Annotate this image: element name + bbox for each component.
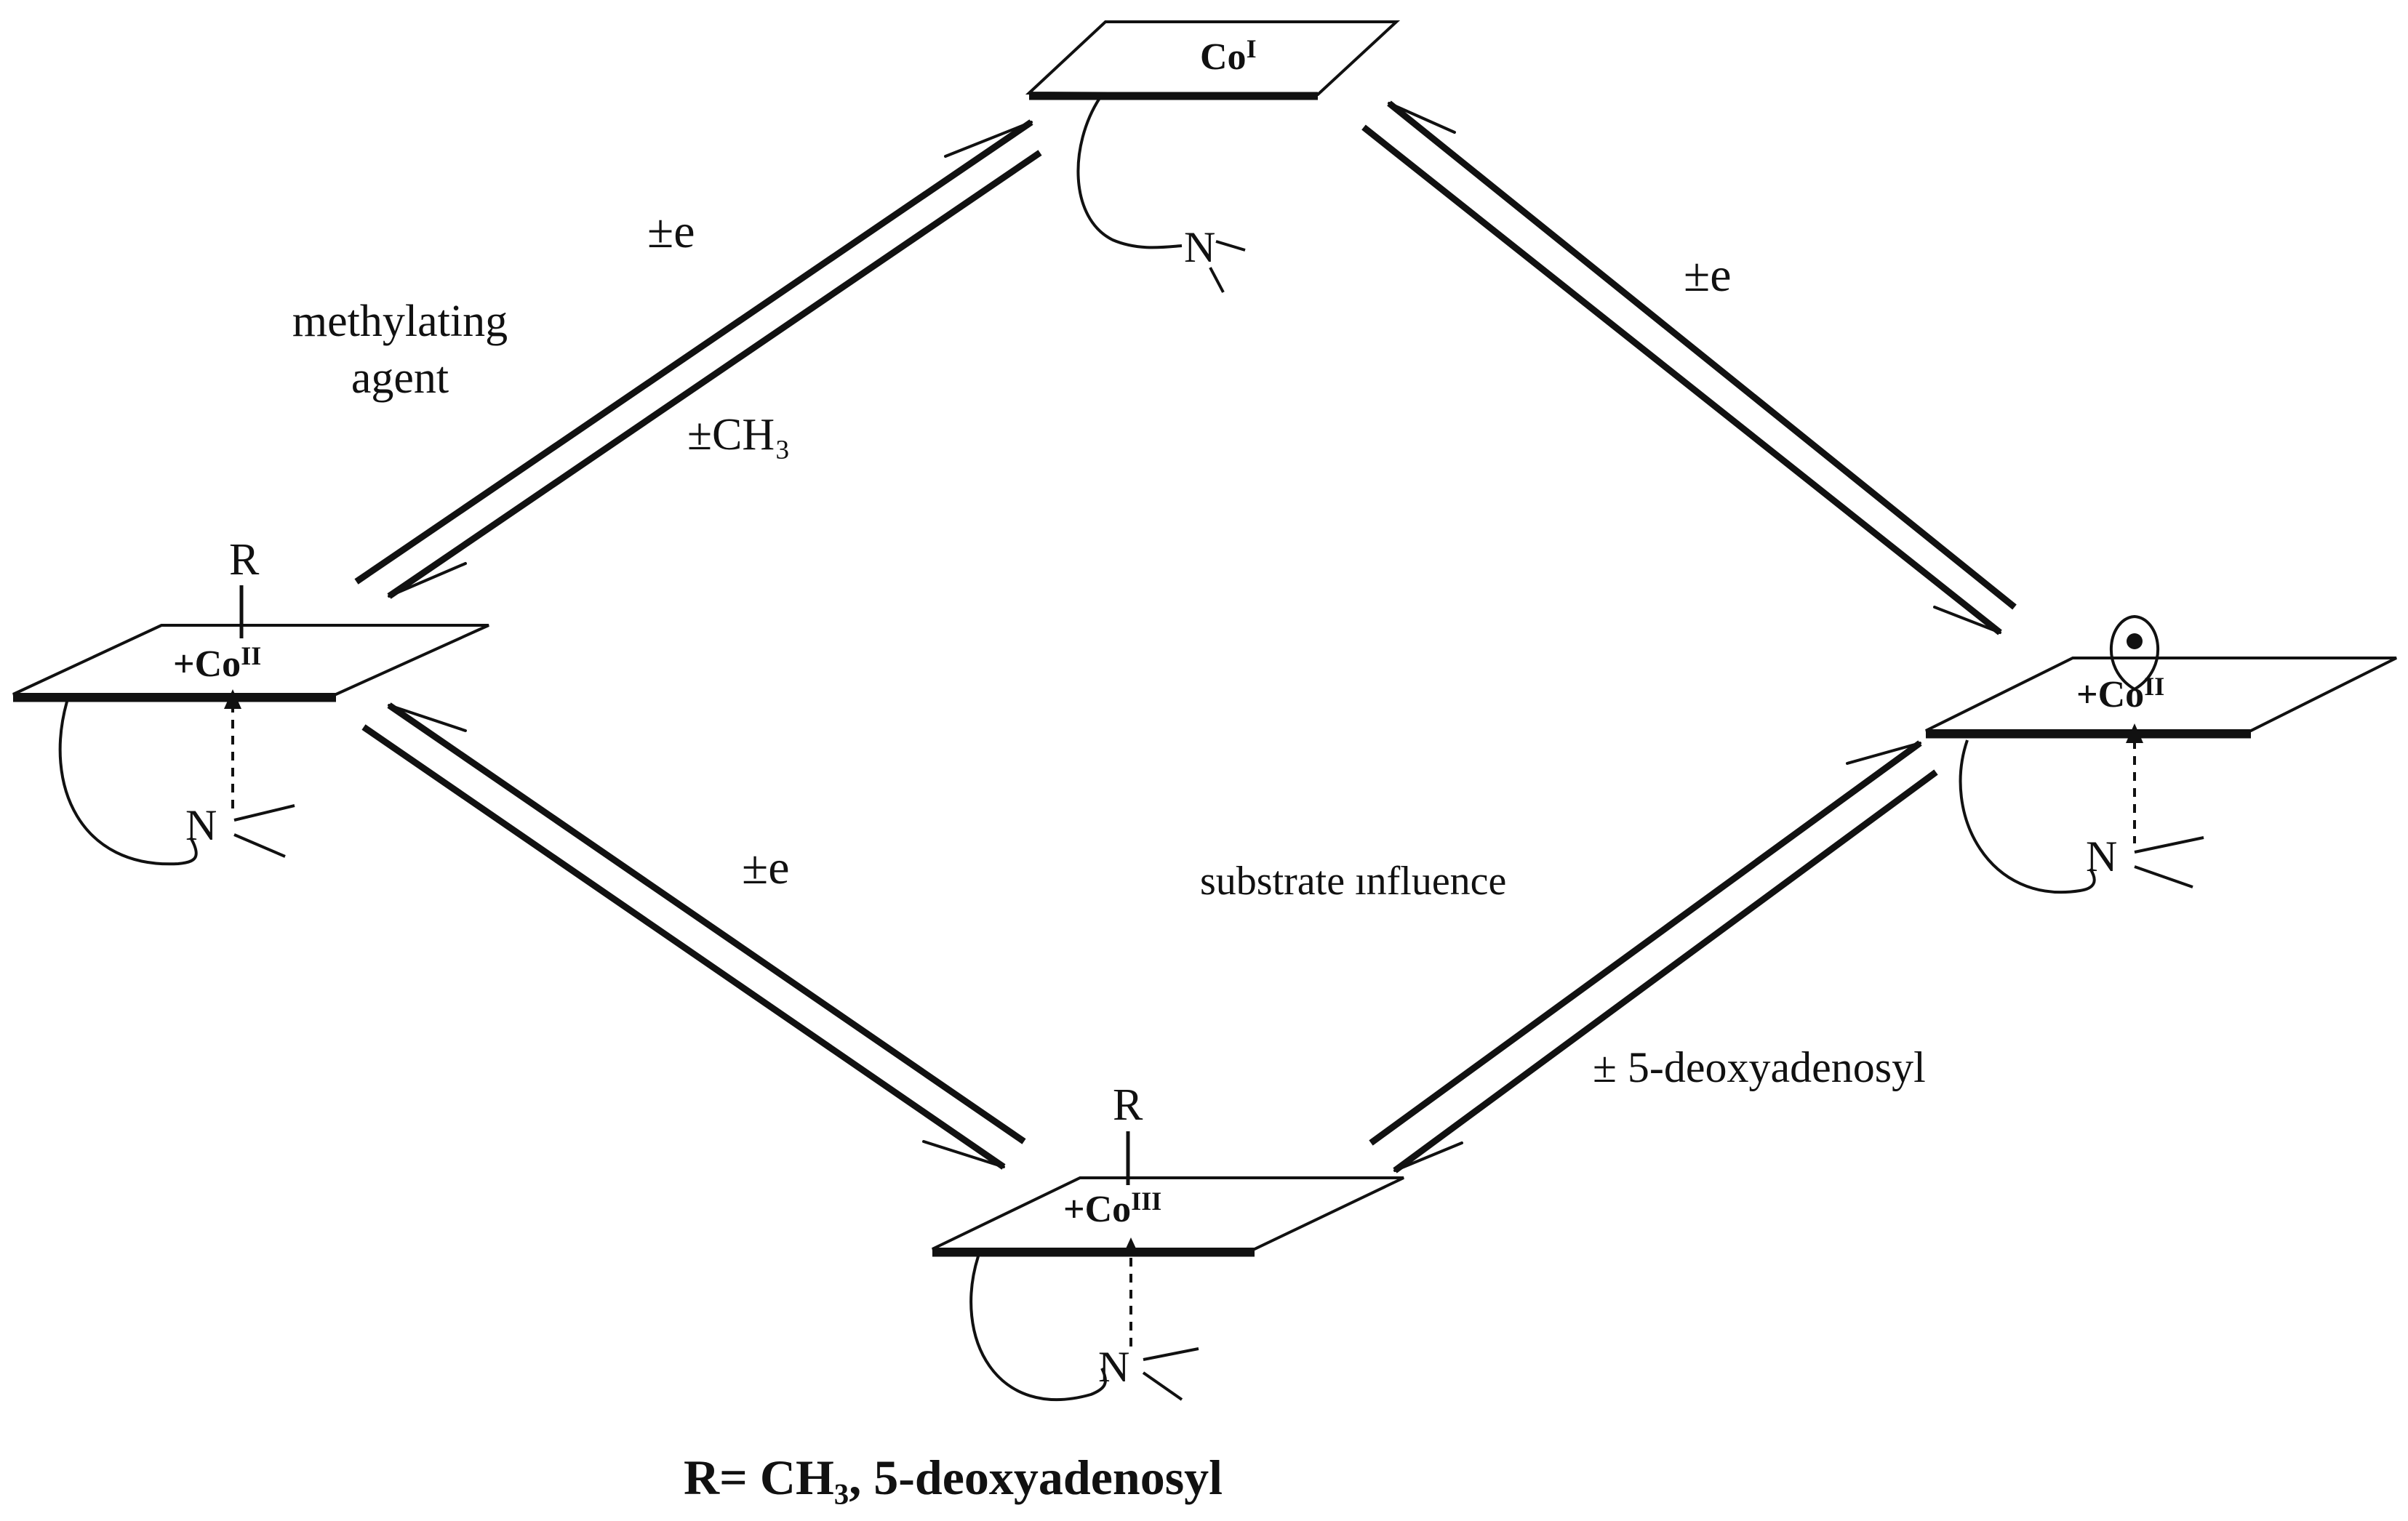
arrow-reverse-head-lower xyxy=(388,704,467,732)
co-ii-alkyl-r: R xyxy=(229,535,260,585)
co-ii-radical-node: +CoII N xyxy=(1925,614,2397,894)
equilibrium-arrow-upper-right xyxy=(1361,100,2017,635)
arrow-forward-head-right xyxy=(1933,606,2001,634)
co-ii-alkyl-label: +CoII xyxy=(173,641,261,685)
radical-electron-dot xyxy=(2127,633,2143,649)
co-ii-alkyl-bond-2 xyxy=(233,833,286,858)
arrow-reverse-to-co-iii xyxy=(1393,769,1938,1173)
co-ii-radical-bond-2 xyxy=(2134,865,2193,888)
arrow-reverse-head-lower-right xyxy=(1393,1141,1463,1172)
co-iii-plane xyxy=(932,1176,1404,1251)
label-pm-e-bottom-left: ±e xyxy=(742,841,790,894)
arrow-forward-to-radical-lower xyxy=(1369,740,1922,1146)
co-ii-alkyl-n: N xyxy=(185,801,217,849)
arrow-reverse-to-co-i xyxy=(1387,100,2017,610)
arrow-forward-head-lower-right xyxy=(1846,742,1921,765)
co-iii-bond-2 xyxy=(1142,1371,1183,1401)
label-pm-ch3: ±CH₃ xyxy=(687,410,791,459)
arrow-forward-to-radical xyxy=(1361,124,2002,635)
arrow-forward-to-co-i xyxy=(354,119,1033,585)
label-substrate-influence: substrate ınfluence xyxy=(1200,859,1506,904)
co-i-node: CoI N xyxy=(1025,20,1401,293)
arrow-forward-head-lower xyxy=(922,1140,1005,1168)
arrow-reverse-to-co-ii xyxy=(387,150,1042,599)
co-i-label: CoI xyxy=(1200,34,1257,78)
equilibrium-arrow-lower-left xyxy=(361,702,1026,1170)
equilibrium-arrow-upper-left xyxy=(354,119,1042,599)
equilibrium-arrow-lower-right xyxy=(1369,740,1938,1173)
co-iii-bond-1 xyxy=(1143,1347,1199,1361)
label-pm-e-top-left: ±e xyxy=(647,205,695,258)
co-iii-n: N xyxy=(1098,1343,1129,1391)
co-ii-radical-n: N xyxy=(2086,832,2117,880)
co-ii-radical-label: +CoII xyxy=(2076,672,2164,715)
co-iii-axial-arrowhead xyxy=(1122,1237,1140,1256)
co-ii-alkyl-axial-arrowhead xyxy=(224,689,241,709)
co-i-ligand-loop xyxy=(1076,97,1183,249)
co-iii-ligand-loop xyxy=(969,1256,1107,1401)
co-ii-alkyl-bond-1 xyxy=(233,804,295,822)
co-ii-radical-ligand-loop xyxy=(1959,739,2096,894)
co-i-ligand-bond-2 xyxy=(1209,267,1225,293)
co-i-ligand-bond-1 xyxy=(1215,240,1246,252)
radical-orbital-lobe xyxy=(2109,614,2160,691)
label-pm-e-top-right: ±e xyxy=(1684,249,1732,302)
co-iii-label: +CoIII xyxy=(1063,1187,1161,1230)
label-methylating: methylating xyxy=(292,297,508,346)
co-ii-alkyl-node: R +CoII N xyxy=(12,535,489,866)
co-i-ligand-n: N xyxy=(1184,223,1215,271)
arrow-reverse-to-co-ii-lower xyxy=(387,702,1026,1144)
label-agent: agent xyxy=(351,353,449,403)
co-iii-r: R xyxy=(1113,1080,1143,1130)
co-ii-radical-bond-1 xyxy=(2134,836,2204,854)
co-ii-radical-axial-arrowhead xyxy=(2126,723,2143,743)
footer-r-definition: R= CH₃, 5-deoxyadenosyl xyxy=(684,1450,1223,1505)
arrow-forward-to-co-iii xyxy=(361,724,1006,1170)
co-iii-node: R +CoIII N xyxy=(932,1080,1404,1401)
arrow-reverse-head-right xyxy=(1388,102,1456,134)
arrow-forward-head xyxy=(944,121,1033,158)
co-ii-alkyl-ligand-loop xyxy=(58,701,198,866)
label-pm-deoxyadenosyl: ± 5-deoxyadenosyl xyxy=(1593,1043,1926,1091)
arrow-reverse-head xyxy=(388,562,467,598)
